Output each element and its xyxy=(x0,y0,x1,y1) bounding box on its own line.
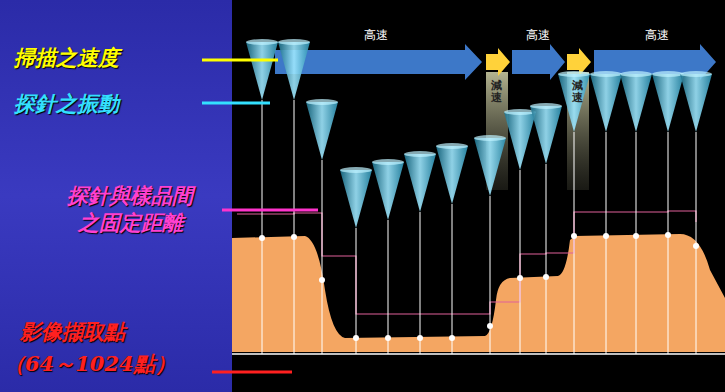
capture-point xyxy=(385,335,391,341)
sampling-line xyxy=(546,164,547,354)
capture-point xyxy=(693,243,699,249)
capture-label: 影像擷取點 xyxy=(20,318,125,346)
probe-tip xyxy=(278,42,310,100)
probe-vibration-label: 探針之振動 xyxy=(14,90,119,118)
sampling-line xyxy=(574,132,575,354)
slow-label: 減速 xyxy=(491,80,502,104)
probe-tip xyxy=(474,138,506,196)
sampling-line xyxy=(294,100,295,354)
probe-top xyxy=(474,135,506,141)
capture-point xyxy=(543,274,549,280)
sample-surface xyxy=(232,234,725,352)
capture-point xyxy=(353,335,359,341)
probe-tip xyxy=(530,106,562,164)
slow-label: 減速 xyxy=(572,80,583,104)
capture-point xyxy=(259,235,265,241)
distance-label: 探針與樣品間 之固定距離 xyxy=(55,182,205,237)
sampling-line xyxy=(606,132,607,354)
probe-top xyxy=(372,159,404,165)
capture-point xyxy=(291,234,297,240)
probe-tip xyxy=(652,74,684,132)
capture-point xyxy=(571,233,577,239)
capture-point xyxy=(517,275,523,281)
probe-top xyxy=(530,103,562,109)
speed-label: 高速 xyxy=(526,27,550,44)
sampling-line xyxy=(668,132,669,354)
speed-label: 高速 xyxy=(645,27,669,44)
black-panel xyxy=(232,0,725,392)
probe-tip xyxy=(436,146,468,204)
speed-label: 高速 xyxy=(364,27,388,44)
probe-top xyxy=(404,151,436,157)
probe-top xyxy=(558,71,590,77)
probe-top xyxy=(620,71,652,77)
sampling-line xyxy=(262,100,263,354)
probe-tip xyxy=(340,170,372,228)
probe-top xyxy=(246,39,278,45)
probe-tip xyxy=(246,42,278,100)
capture-point xyxy=(449,335,455,341)
probe-tip xyxy=(504,112,536,170)
capture-point xyxy=(603,233,609,239)
probe-tip xyxy=(680,74,712,132)
capture-point xyxy=(319,277,325,283)
probe-top xyxy=(590,71,622,77)
sampling-line xyxy=(452,204,453,354)
leader-line xyxy=(222,209,318,212)
slow-arrow xyxy=(486,48,510,76)
probe-top xyxy=(436,143,468,149)
probe-top xyxy=(652,71,684,77)
sampling-line xyxy=(388,220,389,354)
probe-top xyxy=(680,71,712,77)
probe-tip xyxy=(404,154,436,212)
capture-point xyxy=(487,323,493,329)
probe-tip xyxy=(590,74,622,132)
sampling-line xyxy=(490,196,491,354)
sampling-line xyxy=(322,160,323,354)
probe-tip xyxy=(558,74,590,132)
probe-tip xyxy=(372,162,404,220)
probe-top xyxy=(306,99,338,105)
sampling-line xyxy=(420,212,421,354)
sampling-line xyxy=(520,170,521,354)
base-bar xyxy=(232,354,725,372)
scan-speed-label: 掃描之速度 xyxy=(14,44,119,72)
distance-trace xyxy=(237,211,696,314)
capture-count: （64～1024點） xyxy=(4,350,176,378)
baseline xyxy=(232,353,725,355)
probe-tip xyxy=(620,74,652,132)
leader-line xyxy=(212,371,292,374)
probe-tip xyxy=(306,102,338,160)
leader-line xyxy=(202,59,278,62)
probe-top xyxy=(340,167,372,173)
capture-point xyxy=(417,335,423,341)
probe-top xyxy=(278,39,310,45)
fast-arrow xyxy=(512,44,565,80)
capture-point xyxy=(633,233,639,239)
leader-line xyxy=(202,102,270,105)
capture-point xyxy=(665,232,671,238)
sampling-line xyxy=(636,132,637,354)
